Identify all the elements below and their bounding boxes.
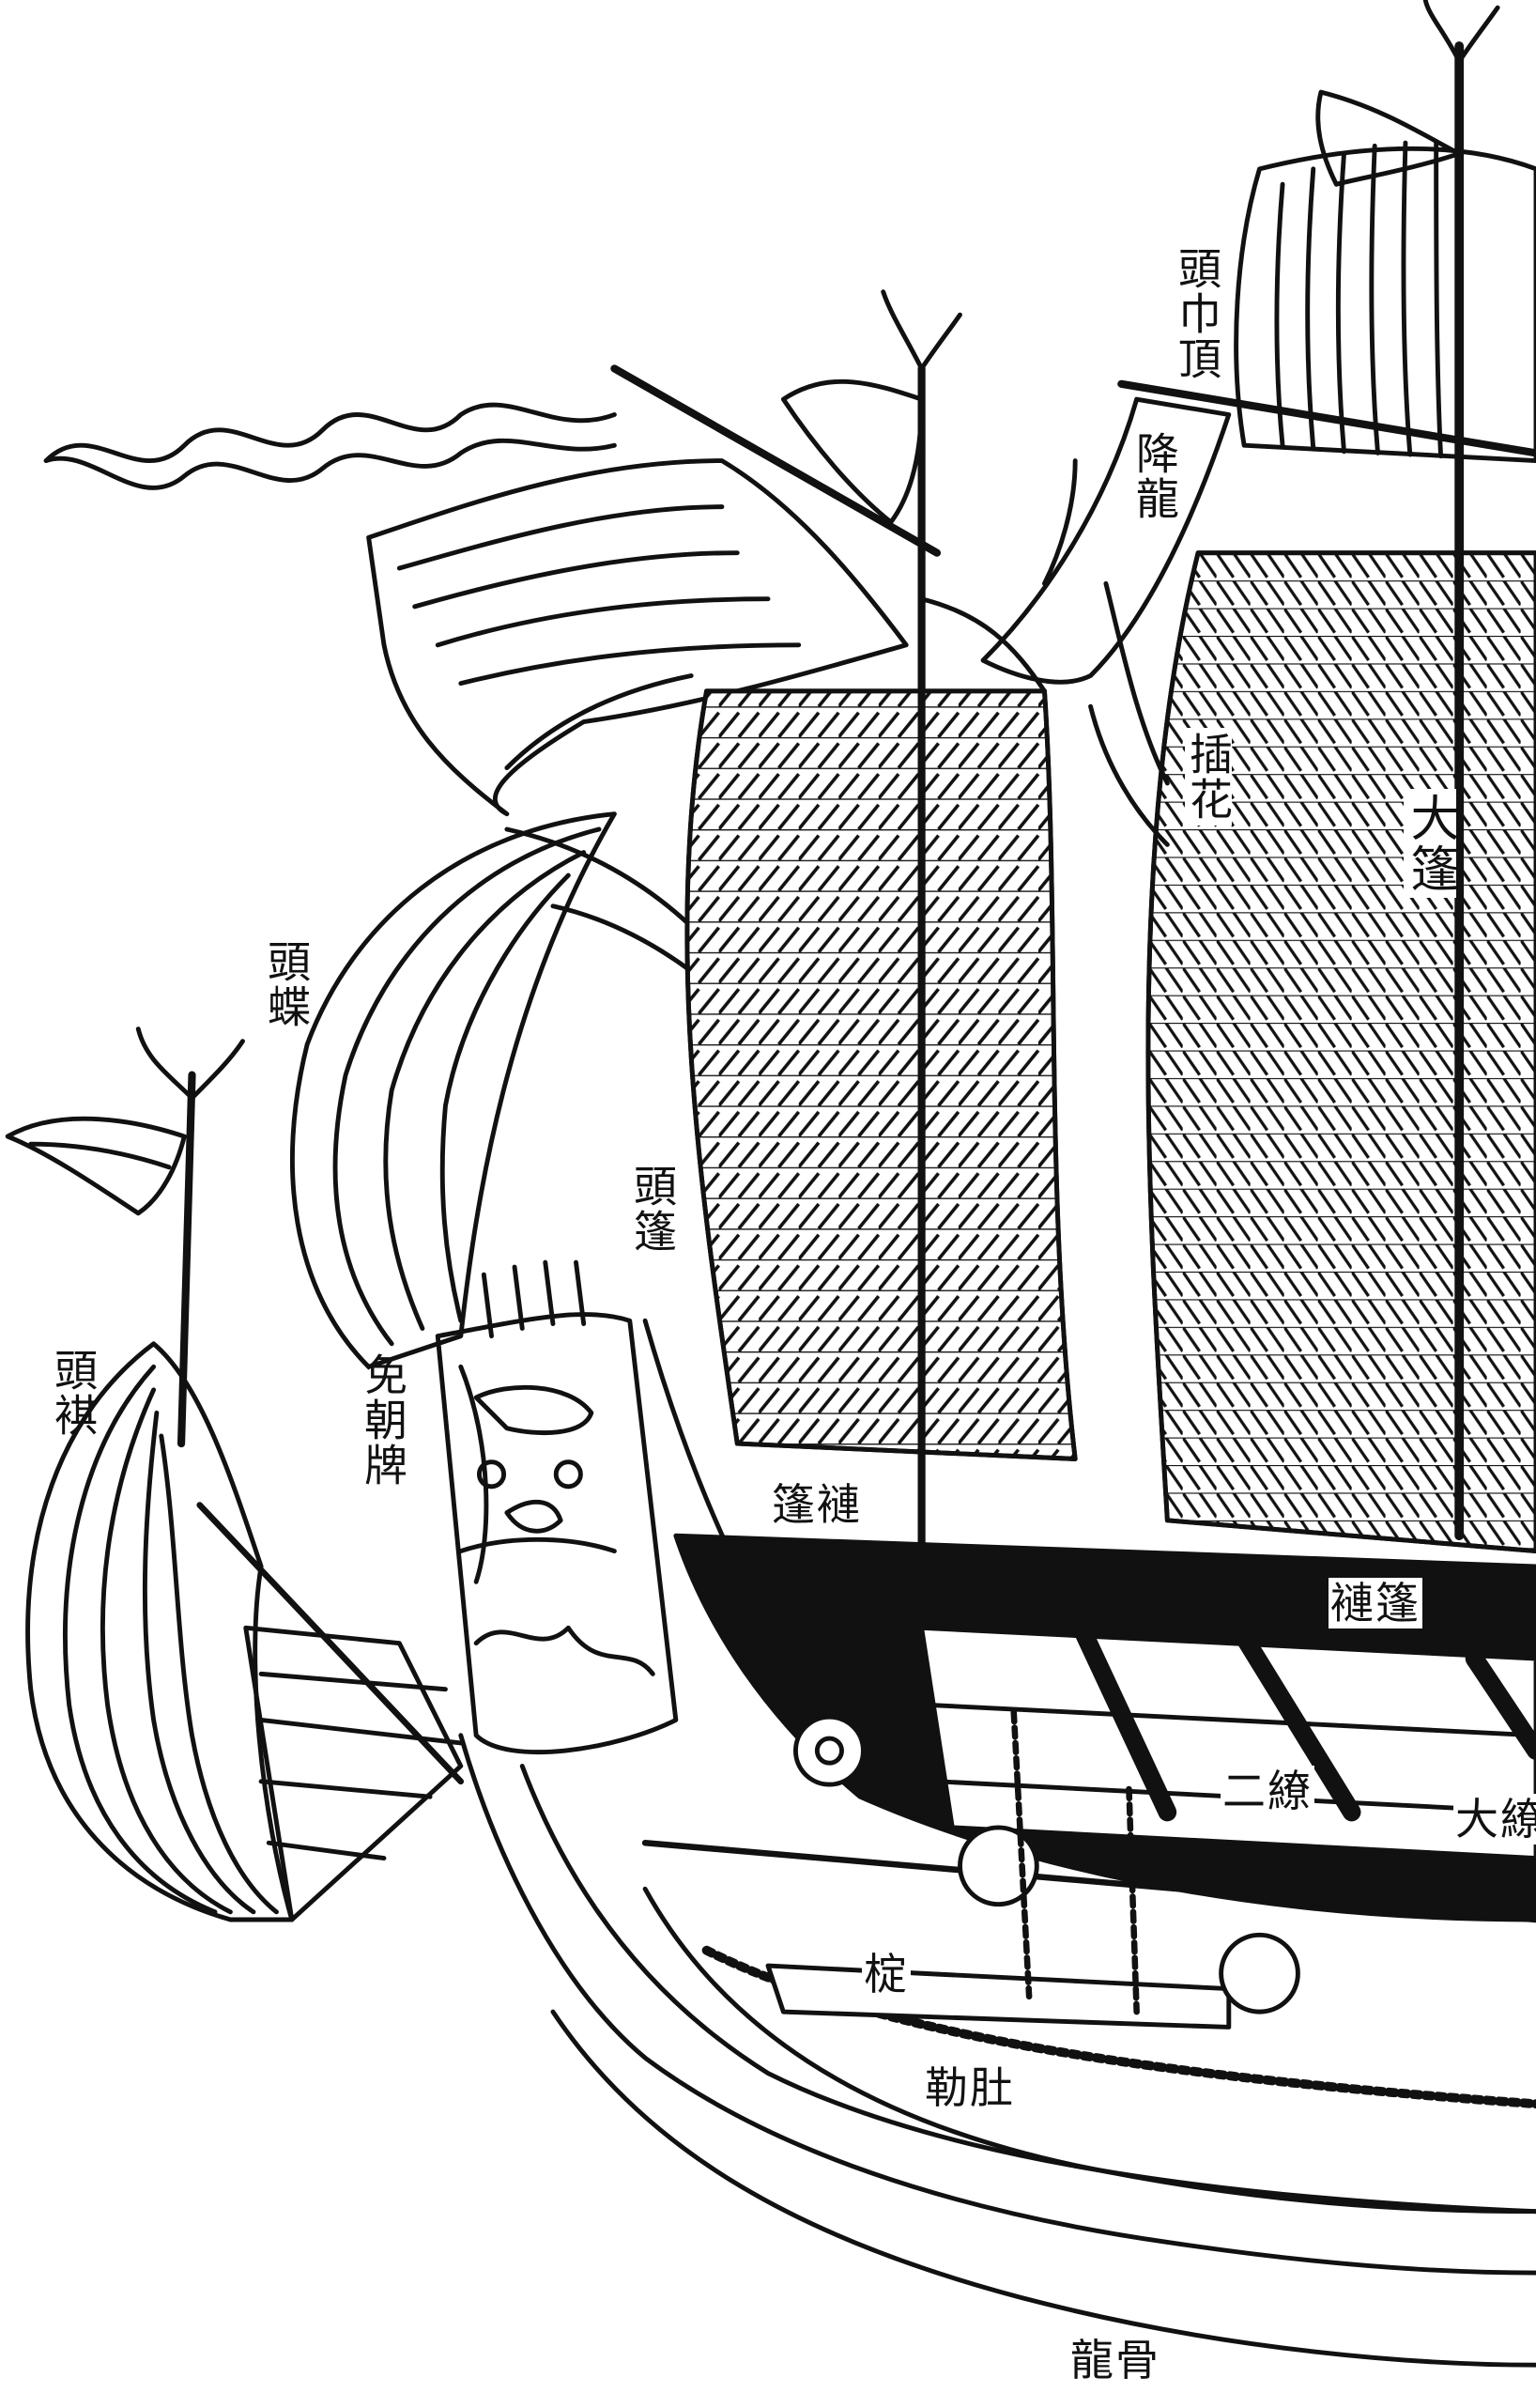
label-da-liao: 大繚 [1453,1794,1536,1845]
label-ding-anchor: 椗 [862,1949,911,1999]
wing-flag [366,458,909,817]
label-peng-lian-fore: 篷褳 [770,1479,864,1530]
label-lian-peng-main: 褳篷 [1329,1578,1422,1628]
label-tou-peng: 頭篷 [627,1160,678,1258]
label-er-liao: 二繚 [1221,1766,1314,1816]
foremast-sail [684,289,1078,1709]
label-tou-jin-ding: 頭巾頂 [1172,246,1222,381]
label-jiang-long: 降龍 [1129,427,1180,525]
long-streamer [980,396,1232,847]
label-long-gu: 龍骨 [1070,2335,1160,2385]
stern-board [435,1259,679,1755]
label-le-du: 勒肚 [925,2062,1015,2113]
pennant-streamer [43,364,942,557]
label-tou-die: 頭蝶 [261,939,312,1029]
label-tou-qi: 頭褀 [48,1348,99,1438]
front-flag [5,1026,245,1448]
label-da-peng: 大篷 [1402,789,1458,898]
label-cha-hua: 插花 [1183,728,1234,826]
hull [458,1318,1536,2368]
topsail [1117,89,1536,464]
label-mian-chao-pai: 免朝牌 [358,1352,408,1488]
bow-sail [25,1341,465,1922]
